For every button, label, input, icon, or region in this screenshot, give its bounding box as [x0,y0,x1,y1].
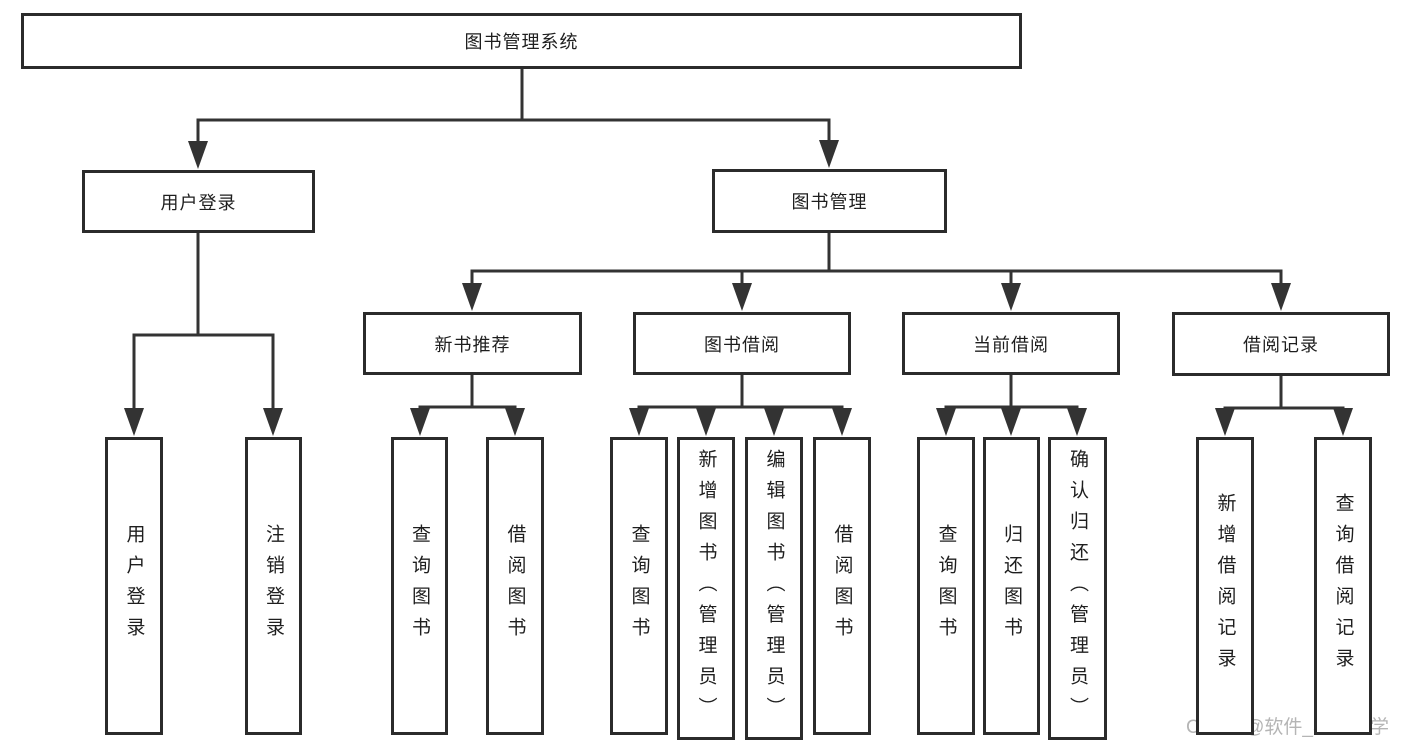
node-confirm-return-admin: 确认归还（管理员） [1048,437,1107,740]
connector-line [470,231,1283,291]
node-label: 编辑图书（管理员） [763,449,785,728]
node-label: 借阅图书 [831,524,853,648]
connector-line [132,231,275,416]
node-borrow-book-recommend: 借阅图书 [486,437,544,735]
node-label: 查询图书 [935,524,957,648]
node-label: 图书借阅 [704,334,780,355]
node-query-borrow-record: 查询借阅记录 [1314,437,1372,735]
node-logout-leaf: 注销登录 [245,437,302,735]
arrowhead-down-icon [263,408,283,436]
node-book-borrowing: 图书借阅 [633,312,851,375]
node-user-login: 用户登录 [82,170,315,233]
arrowhead-down-icon [1271,283,1291,311]
node-add-borrow-record: 新增借阅记录 [1196,437,1254,735]
arrowhead-down-icon [732,283,752,311]
arrowhead-down-icon [936,408,956,436]
node-label: 归还图书 [1001,524,1022,648]
arrowhead-down-icon [188,141,208,169]
node-label: 查询借阅记录 [1332,493,1354,679]
node-label: 用户登录 [160,192,237,213]
arrowhead-down-icon [832,408,852,436]
connector-line [1223,374,1345,416]
arrowhead-down-icon [1067,408,1087,436]
node-borrowing-records: 借阅记录 [1172,312,1390,376]
node-current-borrowing: 当前借阅 [902,312,1120,375]
node-label: 图书管理 [791,192,868,212]
arrowhead-down-icon [1001,408,1021,436]
arrowhead-down-icon [410,408,430,436]
arrowhead-down-icon [1215,408,1235,436]
arrowhead-down-icon [696,408,716,436]
node-query-book-borrowing: 查询图书 [610,437,668,735]
arrowhead-down-icon [629,408,649,436]
node-label: 确认归还（管理员） [1067,449,1088,728]
node-label: 查询图书 [628,524,650,648]
node-return-book: 归还图书 [983,437,1040,735]
node-label: 借阅图书 [504,524,526,648]
node-edit-book-admin: 编辑图书（管理员） [745,437,803,740]
node-label: 新增图书（管理员） [695,449,717,728]
arrowhead-down-icon [764,408,784,436]
node-label: 当前借阅 [973,334,1049,355]
node-label: 用户登录 [123,524,145,648]
arrowhead-down-icon [1001,283,1021,311]
node-query-book-recommend: 查询图书 [391,437,448,735]
arrowhead-down-icon [1333,408,1353,436]
arrowhead-down-icon [505,408,525,436]
node-label: 注销登录 [263,524,284,648]
node-label: 查询图书 [409,524,430,648]
connector-line [637,373,844,416]
connector-line [196,67,831,149]
arrowhead-down-icon [462,283,482,311]
arrowhead-down-icon [819,140,839,168]
node-library-system: 图书管理系统 [21,13,1022,69]
node-add-book-admin: 新增图书（管理员） [677,437,735,740]
node-user-login-leaf: 用户登录 [105,437,163,735]
arrowhead-down-icon [124,408,144,436]
node-borrow-book-borrowing: 借阅图书 [813,437,871,735]
node-label: 新增借阅记录 [1214,493,1236,679]
node-query-book-current: 查询图书 [917,437,975,735]
node-new-book-recommend: 新书推荐 [363,312,582,375]
node-label: 借阅记录 [1243,335,1319,355]
node-label: 新书推荐 [434,334,511,355]
connector-line [418,373,517,416]
node-label: 图书管理系统 [464,32,579,52]
node-book-management: 图书管理 [712,169,947,233]
